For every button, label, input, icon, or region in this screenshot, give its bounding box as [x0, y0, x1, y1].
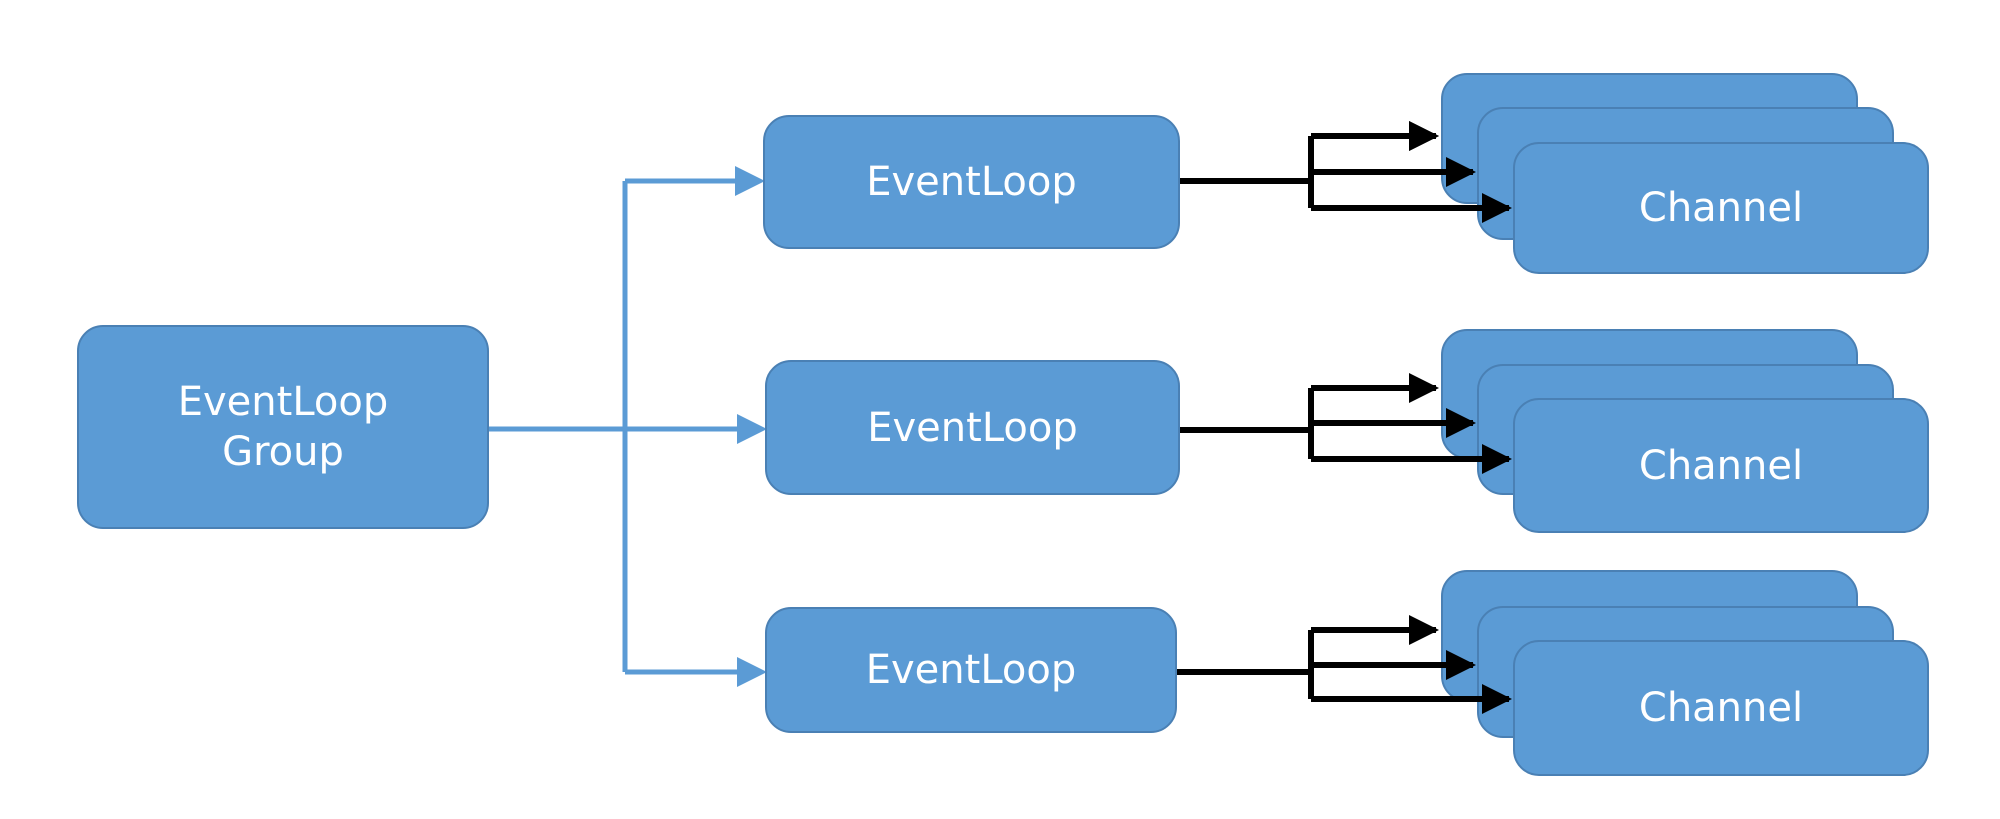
channel-label: Channel	[1638, 685, 1804, 731]
channel-stack-1-front: Channel	[1513, 142, 1929, 274]
group-label-line1: EventLoop	[177, 379, 389, 425]
eventloop-label: EventLoop	[866, 159, 1077, 205]
eventloop-label: EventLoop	[865, 647, 1077, 693]
group-label-line2: Group	[222, 429, 344, 475]
channel-label: Channel	[1638, 442, 1804, 489]
eventloop-node-1: EventLoop	[763, 115, 1180, 249]
channel-label: Channel	[1638, 185, 1804, 231]
channel-arrows	[1311, 121, 1512, 714]
channel-stack-3-front: Channel	[1513, 640, 1929, 776]
group-fanout-connector	[489, 166, 767, 687]
eventloop-label: EventLoop	[867, 404, 1078, 451]
eventloop-node-2: EventLoop	[765, 360, 1180, 495]
eventloop-node-3: EventLoop	[765, 607, 1177, 733]
channel-stack-2-front: Channel	[1513, 398, 1929, 533]
